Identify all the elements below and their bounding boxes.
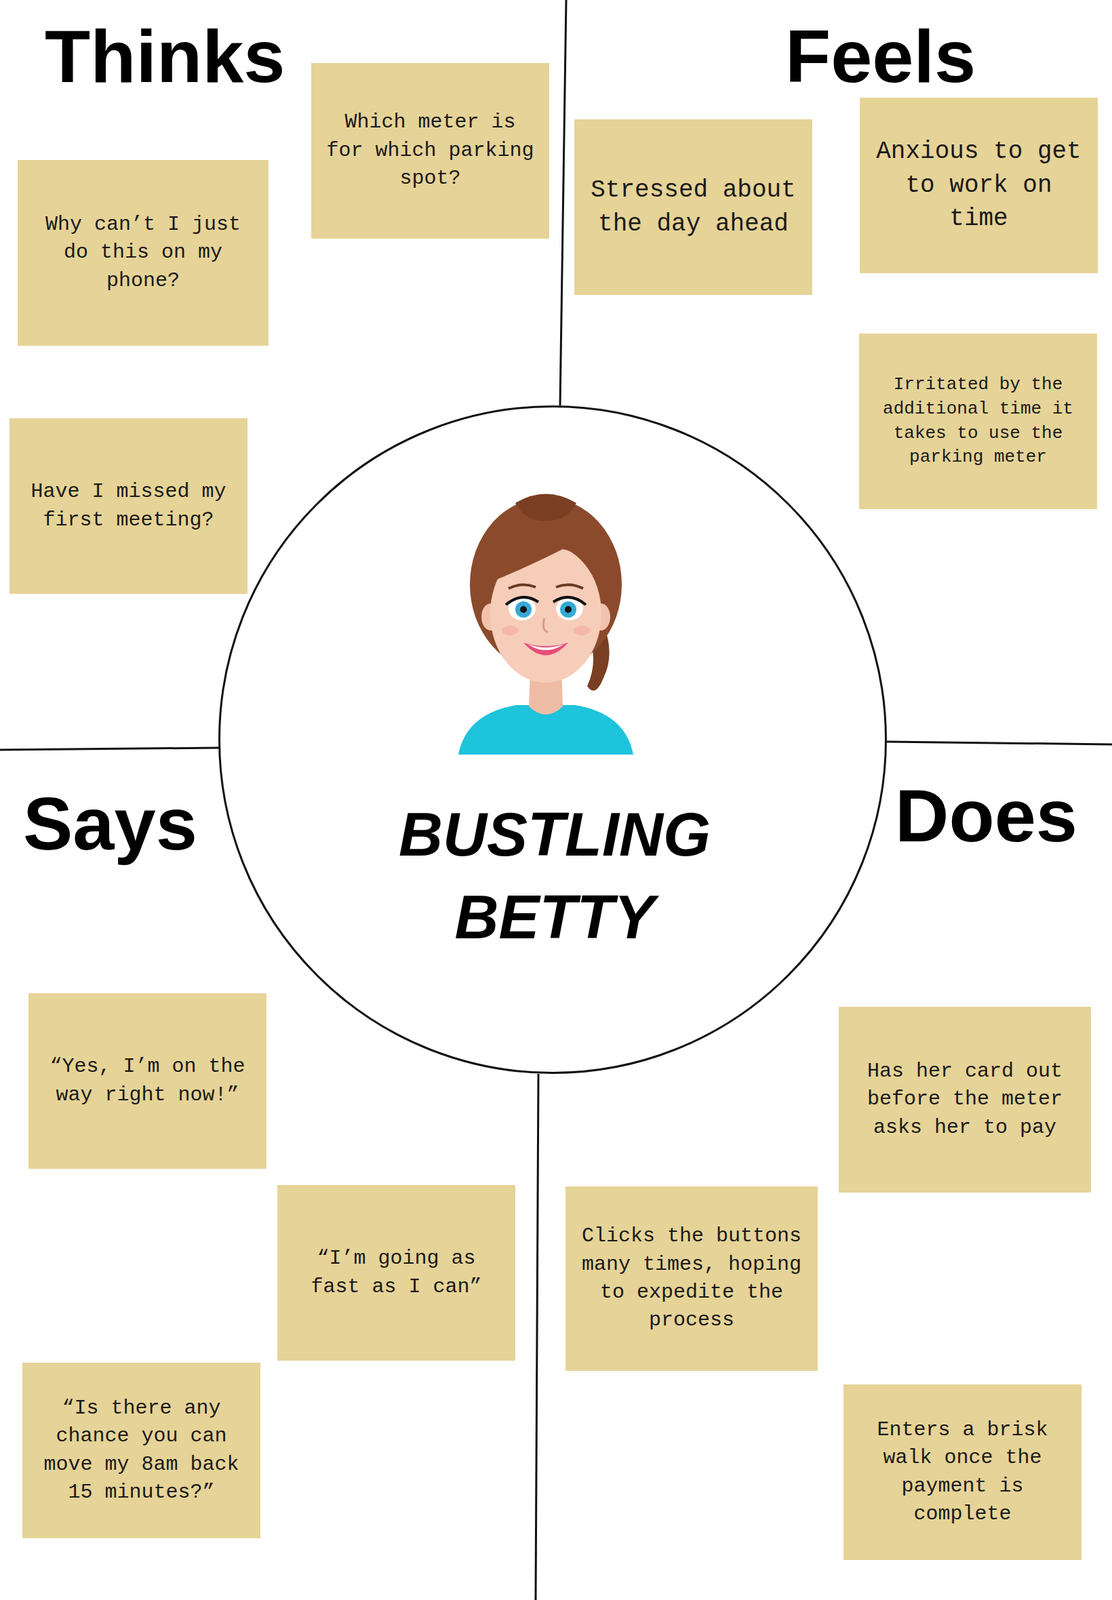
- sticky-note: Which meter is for which parking spot?: [311, 63, 550, 239]
- note-text: Anxious to get to work on time: [873, 134, 1085, 236]
- sticky-note: “I’m going as fast as I can”: [277, 1185, 516, 1361]
- sticky-note: “Is there any chance you can move my 8am…: [22, 1362, 261, 1539]
- quadrant-divider: [560, 0, 567, 406]
- sticky-note: Have I missed my first meeting?: [9, 418, 248, 594]
- persona-name: BUSTLING BETTY: [364, 793, 745, 959]
- sticky-note: Anxious to get to work on time: [859, 97, 1098, 274]
- note-text: Enters a brisk walk once the payment is …: [857, 1416, 1068, 1529]
- quadrant-divider: [0, 747, 220, 750]
- sticky-note: Enters a brisk walk once the payment is …: [843, 1384, 1082, 1561]
- note-text: Why can’t I just do this on my phone?: [31, 210, 255, 295]
- avatar-illustration: [458, 494, 634, 756]
- quadrant-divider: [886, 741, 1112, 745]
- note-text: Stressed about the day ahead: [587, 173, 799, 241]
- sticky-note: Why can’t I just do this on my phone?: [17, 160, 269, 346]
- note-text: Irritated by the additional time it take…: [872, 372, 1084, 471]
- note-text: “Is there any chance you can move my 8am…: [35, 1394, 247, 1508]
- persona-circle: BUSTLING BETTY: [218, 405, 887, 1075]
- quadrant-heading: Thinks: [44, 18, 286, 94]
- note-text: Has her card out before the meter asks h…: [852, 1057, 1078, 1142]
- sticky-note: Irritated by the additional time it take…: [859, 333, 1098, 510]
- note-text: “I’m going as fast as I can”: [290, 1244, 502, 1302]
- quadrant-heading: Feels: [785, 18, 976, 94]
- sticky-note: Stressed about the day ahead: [574, 119, 813, 295]
- note-text: Clicks the buttons many times, hoping to…: [579, 1222, 805, 1336]
- sticky-note: Clicks the buttons many times, hoping to…: [565, 1186, 818, 1372]
- note-text: Have I missed my first meeting?: [23, 478, 234, 535]
- sticky-note: Has her card out before the meter asks h…: [838, 1006, 1091, 1193]
- note-text: “Yes, I’m on the way right now!”: [42, 1053, 253, 1110]
- note-text: Which meter is for which parking spot?: [324, 108, 536, 193]
- quadrant-heading: Says: [23, 786, 198, 862]
- quadrant-heading: Does: [895, 778, 1078, 853]
- quadrant-divider: [535, 1074, 539, 1600]
- sticky-note: “Yes, I’m on the way right now!”: [28, 993, 267, 1169]
